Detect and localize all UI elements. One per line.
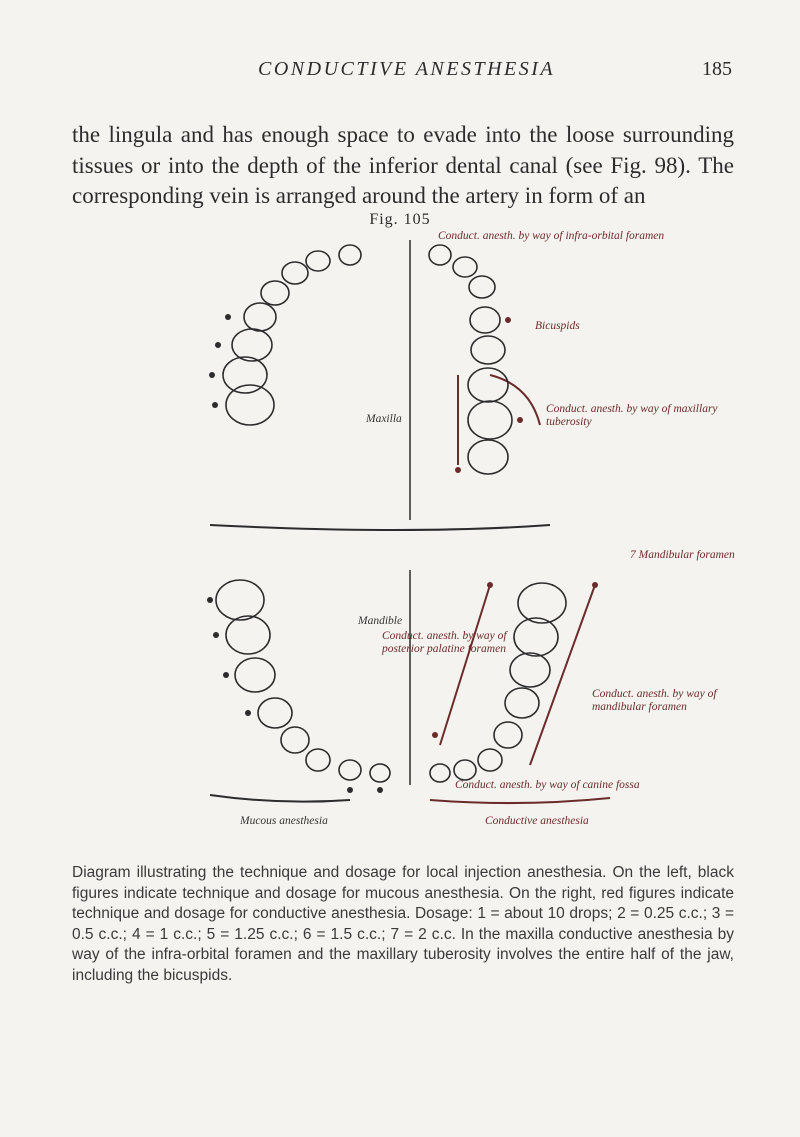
dental-anesthesia-diagram: Conduct. anesth. by way of infra-orbital… [190,225,735,850]
body-paragraph: the lingula and has enough space to evad… [72,122,734,208]
left-mandible-teeth [215,579,391,783]
label-infraorbital: Conduct. anesth. by way of infra-orbital… [438,230,665,242]
mandibular-nerve-line [439,584,491,746]
mandibular-nerve-line-outer [529,584,596,766]
figure-label: Fig. 105 [369,211,431,228]
mucous-bracket [209,794,351,803]
page-number: 185 [702,58,732,80]
label-maxillary-tuberosity: Conduct. anesth. by way of maxillary tub… [546,403,718,428]
label-conductive-anesthesia: Conductive anesthesia [485,815,589,827]
tuberosity-line [489,374,541,426]
label-mucous-anesthesia: Mucous anesthesia [240,815,328,827]
page-header: CONDUCTIVE ANESTHESIA 185 [0,58,800,88]
diagram-drawing [207,240,611,805]
label-canine-fossa: Conduct. anesth. by way of canine fossa [455,779,640,791]
label-mandibular-foramen-conduct: Conduct. anesth. by way of mandibular fo… [592,688,717,713]
maxilla-base-line [209,524,551,531]
conductive-injection-markers [432,317,598,738]
label-palatine-foramen: Conduct. anesth. by way of posterior pal… [382,630,507,655]
conductive-bracket [429,797,611,805]
label-maxilla: Maxilla [366,413,402,425]
figure-caption: Diagram illustrating the technique and d… [72,864,734,984]
running-title: CONDUCTIVE ANESTHESIA [258,58,556,80]
right-mandible-teeth [429,582,567,783]
label-mandible: Mandible [358,615,403,627]
left-maxilla-teeth [222,244,362,426]
mucous-injection-markers [207,314,383,793]
label-mandibular-foramen: 7 Mandibular foramen [630,549,735,561]
right-maxilla-teeth [428,244,513,475]
label-bicuspids: Bicuspids [535,320,580,332]
